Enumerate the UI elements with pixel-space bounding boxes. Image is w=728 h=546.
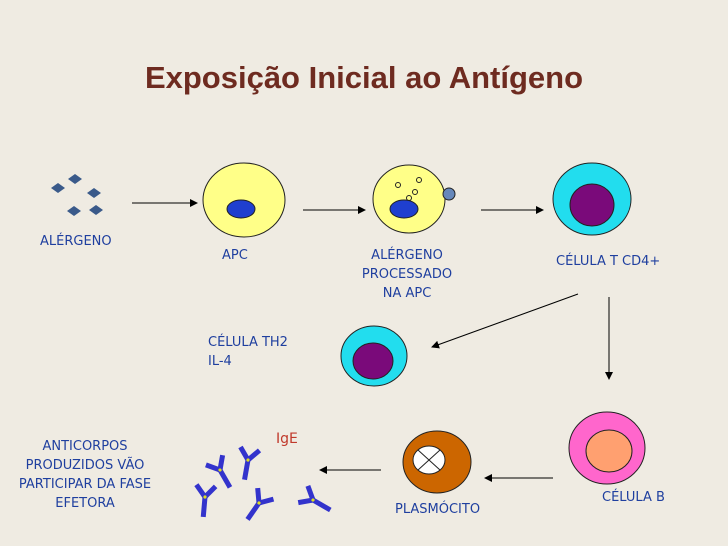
b-cell bbox=[568, 411, 646, 485]
ige-antibodies bbox=[191, 445, 337, 527]
allergen-particles bbox=[51, 174, 103, 216]
label-celula-th2: CÉLULA TH2 IL-4 bbox=[208, 335, 288, 369]
page-title: Exposição Inicial ao Antígeno bbox=[144, 60, 584, 95]
label-ige: IgE bbox=[276, 431, 298, 447]
arrows bbox=[132, 199, 613, 482]
label-celula-b: CÉLULA B bbox=[602, 490, 665, 505]
apc-cell bbox=[202, 162, 286, 238]
processed-apc-cell bbox=[372, 164, 456, 234]
label-apc: APC bbox=[222, 248, 248, 263]
t-cd4-cell bbox=[552, 162, 632, 236]
label-anticorpos: ANTICORPOS PRODUZIDOS VÃO PARTICIPAR DA … bbox=[18, 439, 152, 511]
label-alergeno: ALÉRGENO bbox=[40, 234, 112, 249]
label-plasmocito: PLASMÓCITO bbox=[395, 502, 481, 517]
th2-cell bbox=[340, 325, 408, 387]
label-celula-t-cd4: CÉLULA T CD4+ bbox=[556, 254, 661, 269]
arrow-tcell-to-th2 bbox=[431, 293, 579, 349]
plasma-cell bbox=[402, 430, 472, 494]
label-alergeno-processado: ALÉRGENO PROCESSADO NA APC bbox=[361, 248, 453, 301]
